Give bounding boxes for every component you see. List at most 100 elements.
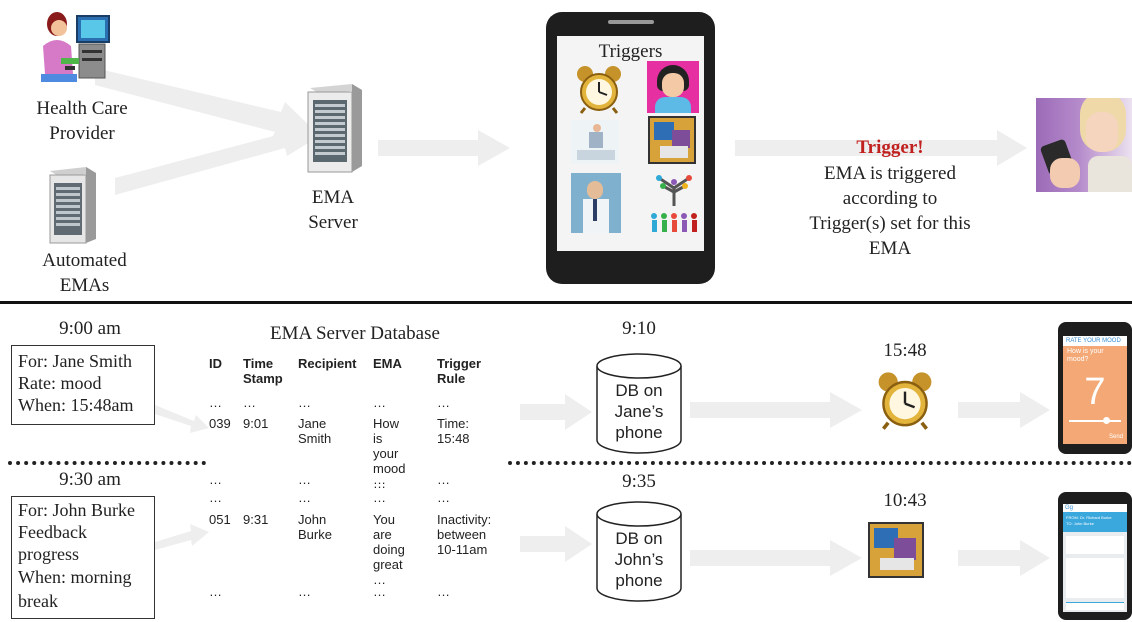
ellipsis-cell: … bbox=[243, 395, 256, 410]
automated-emas-label: Automated EMAs bbox=[42, 250, 127, 296]
trigger-heading: Trigger! bbox=[856, 137, 924, 158]
ellipsis-cell: … bbox=[298, 490, 311, 505]
dotted-separator-right bbox=[508, 461, 1132, 465]
ellipsis-cell: … bbox=[298, 472, 311, 487]
ellipsis-cell: … bbox=[298, 584, 311, 599]
alarm-clock-icon bbox=[878, 372, 932, 430]
man-with-phone-image bbox=[571, 173, 621, 233]
row2-time: 9:31 bbox=[243, 512, 269, 527]
john-for-line: For: John Burke bbox=[18, 500, 135, 520]
row2-recipient: John Burke bbox=[298, 512, 332, 542]
triggers-phone: Triggers bbox=[546, 12, 715, 284]
row1-rule: Time: 15:48 bbox=[437, 416, 470, 446]
mood-value: 7 bbox=[1084, 371, 1106, 413]
header-recipient: Recipient bbox=[298, 356, 357, 371]
section-divider bbox=[0, 301, 1132, 304]
row1-time: 9:01 bbox=[243, 416, 269, 431]
arrow-automated-to-server bbox=[115, 125, 323, 195]
feedback-screen: Gg FROM: Dr. Richard Burke TO: John Burk… bbox=[1063, 504, 1127, 612]
feedback-message-card bbox=[1066, 536, 1124, 554]
ellipsis-cell: … bbox=[373, 472, 386, 487]
triggers-screen: Triggers bbox=[557, 36, 704, 251]
arrow-clock-to-phone bbox=[958, 392, 1050, 428]
arrow-phone-to-trigger bbox=[735, 130, 1027, 166]
mood-question: How is your mood? bbox=[1067, 348, 1104, 363]
ellipsis-cell: … bbox=[437, 472, 450, 487]
request-box-jane: For: Jane Smith Rate: mood When: 15:48am bbox=[11, 345, 155, 425]
ema-server-icon bbox=[307, 84, 362, 173]
ellipsis-cell: … bbox=[209, 584, 222, 599]
feedback-header: FROM: Dr. Richard Burke TO: John Burke bbox=[1063, 512, 1127, 532]
people-group-icon bbox=[651, 213, 697, 232]
john-feedback-line: Feedback bbox=[18, 522, 87, 542]
ellipsis-cell: … bbox=[298, 395, 311, 410]
alarm-clock-icon bbox=[577, 66, 621, 114]
ellipsis-cell: … bbox=[373, 584, 386, 599]
header-time-stamp: Time Stamp bbox=[243, 356, 283, 386]
arrow-provider-to-server bbox=[95, 68, 317, 140]
woman-using-phone-image bbox=[1036, 98, 1132, 192]
header-trigger-rule: Trigger Rule bbox=[437, 356, 482, 386]
mood-send-button[interactable]: Send bbox=[1109, 434, 1124, 440]
dotted-separator-left bbox=[8, 461, 206, 465]
row1-recipient: Jane Smith bbox=[298, 416, 332, 446]
ellipsis-cell: … bbox=[209, 472, 222, 487]
database-title: EMA Server Database bbox=[270, 323, 440, 344]
row1-id: 039 bbox=[209, 416, 231, 431]
db-label-jane: DB on Jane’s phone bbox=[614, 381, 664, 442]
arrow-db-to-typist bbox=[690, 540, 862, 576]
trigger-time-john: 10:43 bbox=[883, 490, 927, 511]
arrow-server-to-phone bbox=[378, 130, 510, 166]
typing-person-icon bbox=[868, 522, 924, 578]
triggers-title: Triggers bbox=[598, 41, 663, 62]
jane-for-line: For: Jane Smith bbox=[18, 351, 133, 371]
john-break-line: break bbox=[18, 591, 58, 611]
time-label-1: 9:00 am bbox=[59, 318, 121, 339]
ema-server-label: EMA Server bbox=[308, 187, 358, 233]
phone-speaker bbox=[608, 20, 654, 24]
feedback-app-bar: Gg bbox=[1063, 504, 1127, 512]
phone-mood-rating: RATE YOUR MOOD How is your mood? 7 Send bbox=[1058, 322, 1132, 454]
request-box-john: For: John Burke Feedback progress When: … bbox=[11, 496, 155, 619]
typing-person-icon bbox=[648, 116, 696, 164]
database-cylinder-john bbox=[596, 501, 682, 602]
john-when-line: When: morning bbox=[18, 567, 132, 587]
stretching-person-image bbox=[571, 120, 619, 164]
db-label-john: DB on John’s phone bbox=[614, 529, 664, 590]
ellipsis-cell: … bbox=[209, 395, 222, 410]
db-time-john: 9:35 bbox=[622, 471, 656, 492]
automated-server-icon bbox=[49, 167, 96, 244]
arrow-jane-to-table bbox=[155, 405, 209, 433]
phone-feedback-message: Gg FROM: Dr. Richard Burke TO: John Burk… bbox=[1058, 492, 1132, 620]
ellipsis-cell: … bbox=[373, 395, 386, 410]
mood-slider-thumb[interactable] bbox=[1103, 417, 1110, 424]
header-ema: EMA bbox=[373, 356, 402, 371]
provider-label: Health Care Provider bbox=[36, 98, 128, 144]
row2-rule: Inactivity: between 10-11am bbox=[437, 512, 492, 557]
db-time-jane: 9:10 bbox=[622, 318, 656, 339]
ellipsis-cell: … bbox=[373, 490, 386, 505]
row1-ema: How is your mood … bbox=[373, 416, 406, 491]
header-id: ID bbox=[209, 356, 222, 371]
jane-when-line: When: 15:48am bbox=[18, 395, 134, 415]
arrow-table-to-db-john bbox=[520, 526, 592, 562]
john-progress-line: progress bbox=[18, 544, 79, 564]
health-care-provider-icon bbox=[41, 12, 110, 82]
mood-slider-track[interactable] bbox=[1069, 420, 1121, 422]
ellipsis-cell: … bbox=[209, 490, 222, 505]
jane-rate-line: Rate: mood bbox=[18, 373, 102, 393]
ellipsis-cell: … bbox=[437, 490, 450, 505]
trigger-description: EMA is triggered according to Trigger(s)… bbox=[809, 163, 971, 259]
mood-app-header: RATE YOUR MOOD bbox=[1063, 336, 1127, 346]
ellipsis-cell: … bbox=[437, 395, 450, 410]
arrow-db-to-clock bbox=[690, 392, 862, 428]
ellipsis-cell: … bbox=[437, 584, 450, 599]
feedback-message-card bbox=[1066, 558, 1124, 598]
arrow-table-to-db-jane bbox=[520, 394, 592, 430]
tree-network-icon bbox=[656, 175, 692, 206]
arrow-typist-to-phone bbox=[958, 540, 1050, 576]
arrow-john-to-table bbox=[155, 524, 209, 550]
mood-screen: RATE YOUR MOOD How is your mood? 7 Send bbox=[1063, 336, 1127, 444]
woman-portrait-image bbox=[647, 61, 699, 113]
feedback-input[interactable] bbox=[1066, 602, 1124, 610]
